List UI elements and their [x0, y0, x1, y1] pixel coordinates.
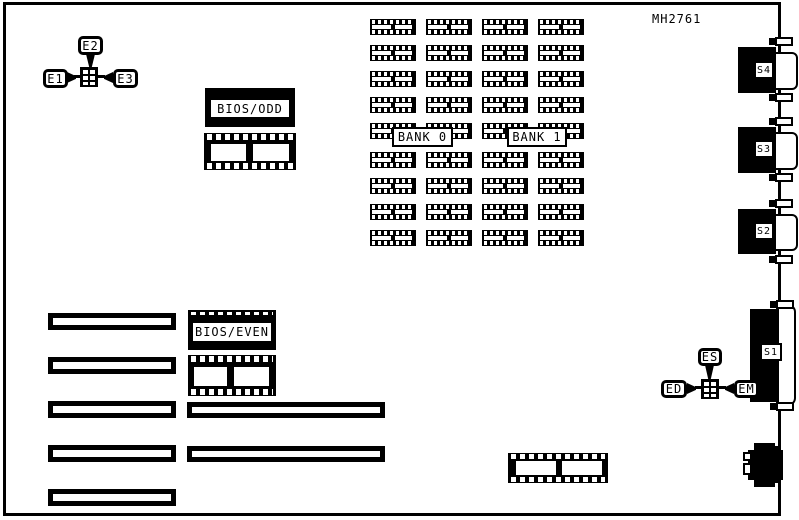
- memory-chip: [538, 19, 584, 35]
- bank1-label: BANK 1: [507, 127, 567, 147]
- expansion-slot: [48, 489, 176, 506]
- keyboard-connector: [771, 478, 779, 483]
- memory-chip: [482, 178, 528, 194]
- memory-chip: [426, 230, 472, 246]
- bank0-label: BANK 0: [392, 127, 453, 147]
- bios-odd-box: BIOS/ODD: [205, 88, 295, 127]
- callout-ed: ED: [661, 380, 687, 398]
- memory-chip: [370, 97, 416, 113]
- keyboard-connector: [754, 443, 775, 451]
- callout-line: [97, 75, 105, 78]
- memory-chip: [482, 71, 528, 87]
- keyboard-connector: [748, 450, 783, 480]
- keyboard-connector: [771, 446, 779, 451]
- callout-pointer: [67, 72, 76, 83]
- mounting-tab: [770, 402, 794, 411]
- memory-chip: [482, 204, 528, 220]
- keyboard-connector: [754, 479, 775, 487]
- memory-chip: [370, 71, 416, 87]
- callout-line: [74, 75, 82, 78]
- mounting-tab: [769, 93, 793, 102]
- mounting-tab: [769, 255, 793, 264]
- part-number-text: MH2761: [652, 12, 702, 26]
- s4-label: S4: [754, 61, 774, 79]
- callout-line: [717, 386, 726, 389]
- memory-chip: [426, 45, 472, 61]
- memory-chip: [538, 71, 584, 87]
- s3-port: [774, 132, 798, 170]
- expansion-slot: [48, 445, 176, 462]
- bios-even-label: BIOS/EVEN: [193, 323, 271, 341]
- bios-odd-label: BIOS/ODD: [211, 100, 289, 117]
- memory-chip: [482, 152, 528, 168]
- memory-chip: [538, 178, 584, 194]
- s3-label: S3: [754, 140, 774, 158]
- memory-chip: [370, 152, 416, 168]
- mounting-tab: [769, 199, 793, 208]
- bottom-chip-socket: [508, 453, 608, 483]
- mounting-tab: [769, 37, 793, 46]
- memory-chip: [370, 45, 416, 61]
- memory-chip: [482, 230, 528, 246]
- bios-odd-socket: [204, 133, 296, 170]
- expansion-slot-extension: [187, 402, 385, 418]
- callout-e3: E3: [113, 69, 138, 88]
- memory-chip: [538, 152, 584, 168]
- jumper-block-e: [80, 67, 98, 87]
- expansion-slot-extension: [187, 446, 385, 462]
- callout-pointer: [104, 72, 113, 83]
- memory-chip: [482, 19, 528, 35]
- memory-chip: [426, 204, 472, 220]
- memory-chip: [482, 97, 528, 113]
- mounting-tab: [770, 300, 794, 309]
- keyboard-pin: [743, 452, 752, 461]
- keyboard-pin: [743, 463, 752, 475]
- expansion-slot: [48, 401, 176, 418]
- s1-label: S1: [760, 343, 782, 361]
- memory-chip: [370, 178, 416, 194]
- mounting-tab: [769, 173, 793, 182]
- memory-chip: [426, 178, 472, 194]
- s4-port: [774, 52, 798, 90]
- memory-chip: [426, 97, 472, 113]
- memory-chip: [426, 19, 472, 35]
- callout-es: ES: [698, 348, 722, 366]
- mounting-tab: [769, 117, 793, 126]
- callout-pointer: [705, 365, 714, 380]
- memory-chip: [426, 71, 472, 87]
- s2-port: [774, 214, 798, 251]
- callout-pointer: [86, 54, 95, 68]
- jumper-block-es: [701, 379, 719, 399]
- s2-label: S2: [754, 222, 774, 240]
- memory-chip: [538, 45, 584, 61]
- memory-chip: [538, 204, 584, 220]
- callout-line: [695, 386, 702, 389]
- callout-pointer: [725, 383, 734, 394]
- memory-chip: [538, 97, 584, 113]
- memory-chip: [370, 19, 416, 35]
- memory-chip: [370, 204, 416, 220]
- callout-em: EM: [734, 380, 759, 398]
- memory-chip: [482, 45, 528, 61]
- callout-e2: E2: [78, 36, 103, 55]
- callout-e1: E1: [43, 69, 68, 88]
- expansion-slot: [48, 313, 176, 330]
- memory-chip: [426, 152, 472, 168]
- bios-even-box: BIOS/EVEN: [188, 310, 276, 350]
- memory-chip: [538, 230, 584, 246]
- expansion-slot: [48, 357, 176, 374]
- callout-pointer: [687, 383, 696, 394]
- bios-even-socket: [188, 355, 276, 396]
- memory-chip: [370, 230, 416, 246]
